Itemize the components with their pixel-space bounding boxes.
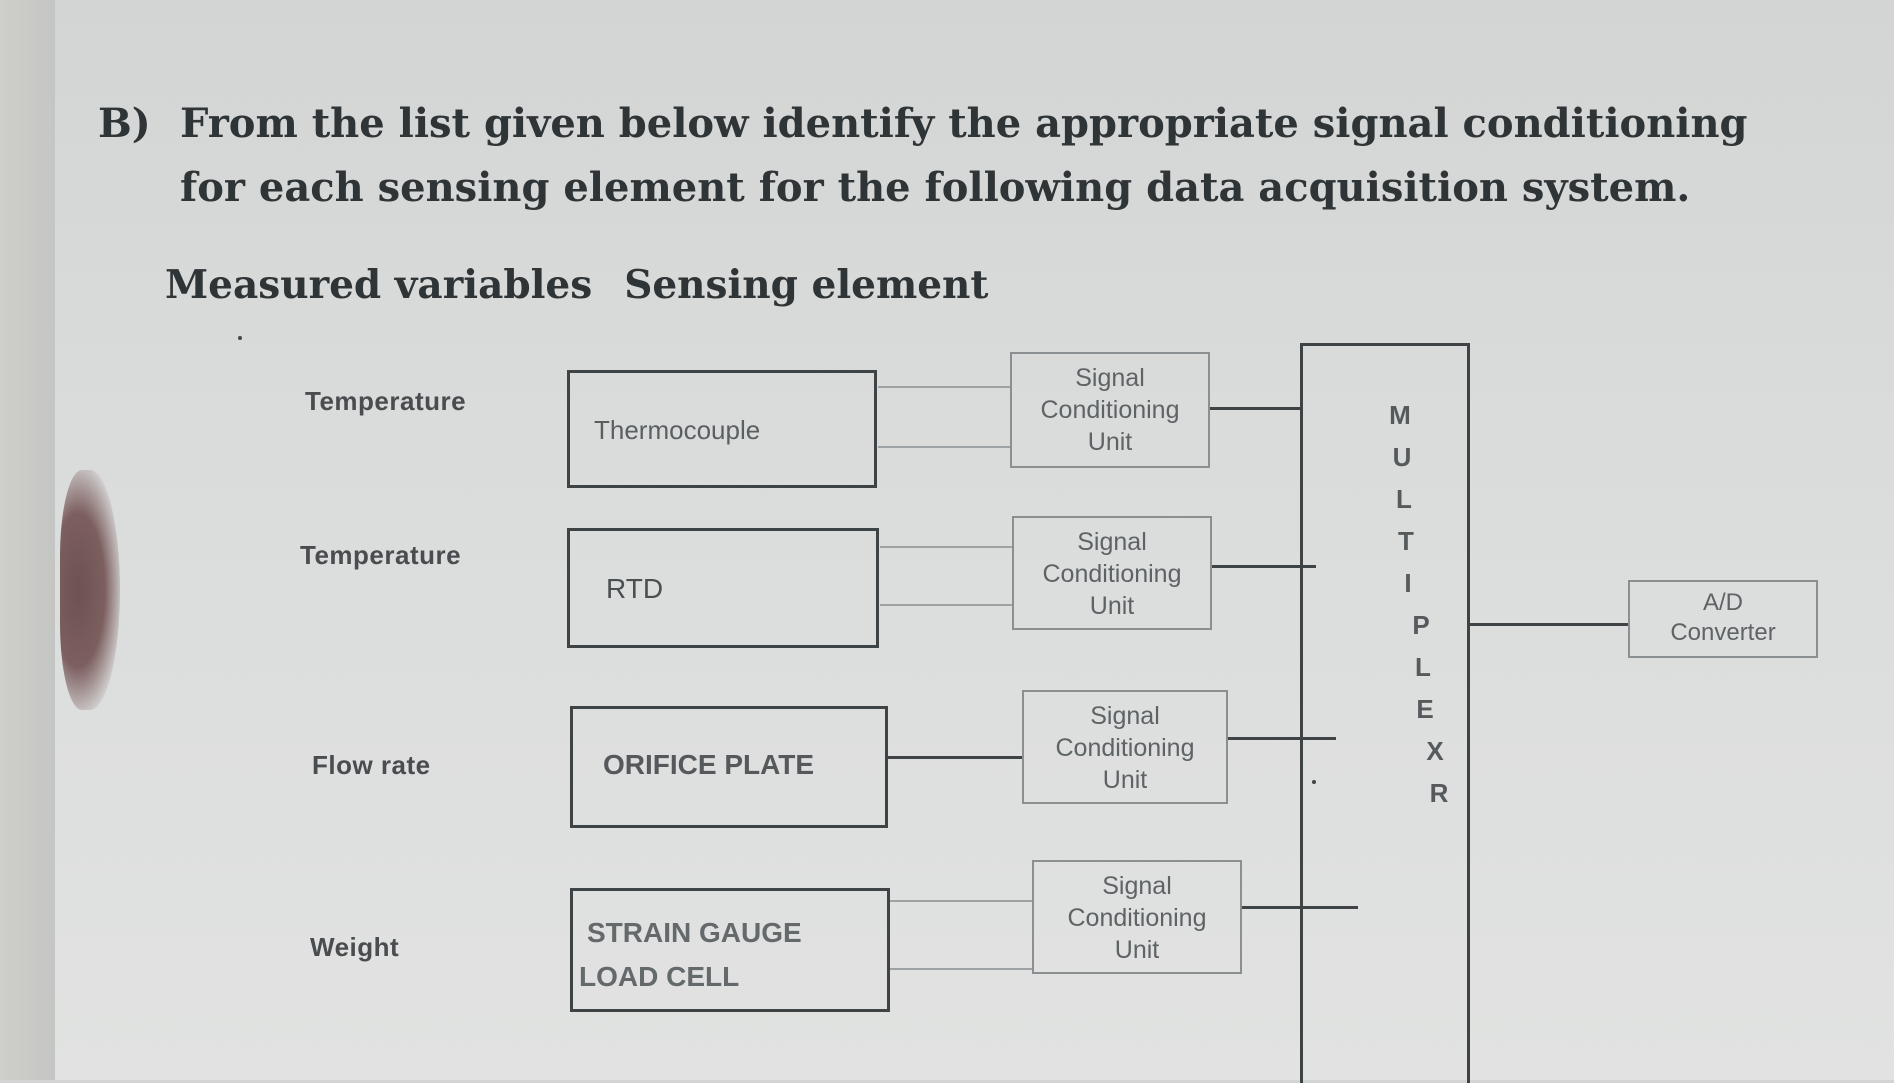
- connector-rtd-top: [880, 546, 1012, 548]
- mux-letter-6: P: [1412, 610, 1430, 640]
- sensor-load-cell-label: LOAD CELL: [579, 961, 740, 992]
- signal-conditioning-unit-1: Signal Conditioning Unit: [1010, 352, 1210, 468]
- signal-conditioning-unit-4: Signal Conditioning Unit: [1032, 860, 1242, 974]
- mux-letter-4: T: [1398, 526, 1414, 556]
- variable-weight: Weight: [310, 932, 400, 962]
- speck-mark-2: [1312, 780, 1316, 784]
- sensor-orifice-plate-label: ORIFICE PLATE: [603, 749, 815, 780]
- mux-letter-2: U: [1392, 442, 1412, 472]
- scu-3-line1: Signal: [1090, 702, 1160, 730]
- finger-shadow: [60, 470, 120, 710]
- scu-4-line1: Signal: [1102, 872, 1172, 900]
- sensor-strain-gauge-label: STRAIN GAUGE: [587, 917, 802, 948]
- mux-letter-10: R: [1429, 778, 1449, 808]
- mux-letter-5: I: [1404, 568, 1412, 598]
- scu-4-line2: Conditioning: [1067, 904, 1207, 932]
- scu-2-line2: Conditioning: [1042, 560, 1182, 588]
- mux-letter-7: L: [1415, 652, 1431, 682]
- sensor-box-rtd: RTD: [567, 528, 879, 648]
- multiplexer-box: [1300, 343, 1470, 1083]
- ad-converter-line2: Converter: [1670, 619, 1776, 646]
- sensor-rtd-label: RTD: [606, 573, 664, 604]
- mux-letter-1: M: [1389, 400, 1411, 430]
- question: B) From the list given below identify th…: [98, 92, 1818, 220]
- signal-conditioning-unit-3: Signal Conditioning Unit: [1022, 690, 1228, 804]
- question-label: B): [98, 100, 151, 147]
- sensor-box-thermocouple: Thermocouple: [567, 370, 877, 488]
- scu-2-line1: Signal: [1077, 528, 1147, 556]
- sensor-box-strain-gauge: STRAIN GAUGE LOAD CELL: [570, 888, 890, 1012]
- signal-conditioning-unit-2: Signal Conditioning Unit: [1012, 516, 1212, 630]
- table-header: Measured variables Sensing element: [165, 262, 988, 308]
- connector-scu3-mux: [1228, 737, 1336, 740]
- mux-letter-8: E: [1416, 694, 1434, 724]
- connector-orifice-plate: [888, 756, 1022, 759]
- ad-converter-line1: A/D: [1702, 589, 1743, 616]
- scu-3-line3: Unit: [1102, 766, 1148, 794]
- speck-mark: [238, 336, 242, 340]
- connector-strain-gauge-top: [890, 900, 1032, 902]
- variable-temperature-1: Temperature: [305, 386, 467, 416]
- scu-1-line2: Conditioning: [1040, 396, 1180, 424]
- header-measured-variables: Measured variables: [165, 262, 593, 308]
- connector-scu1-mux: [1210, 407, 1303, 410]
- scu-3-line2: Conditioning: [1055, 734, 1195, 762]
- connector-scu2-mux: [1212, 565, 1316, 568]
- connector-mux-ad: [1470, 623, 1628, 626]
- question-text: From the list given below identify the a…: [180, 100, 1748, 211]
- variable-flow-rate: Flow rate: [312, 750, 431, 780]
- connector-thermocouple-top: [878, 386, 1010, 388]
- page-left-margin: [0, 0, 55, 1080]
- mux-letter-3: L: [1396, 484, 1412, 514]
- scu-1-line3: Unit: [1087, 428, 1133, 456]
- connector-rtd-bottom: [880, 604, 1012, 606]
- header-sensing-element: Sensing element: [624, 262, 989, 308]
- scu-2-line3: Unit: [1089, 592, 1135, 620]
- ad-converter-box: A/D Converter: [1628, 580, 1818, 658]
- variable-temperature-2: Temperature: [300, 540, 462, 570]
- mux-letter-9: X: [1426, 736, 1444, 766]
- connector-strain-gauge-bottom: [890, 968, 1032, 970]
- scu-1-line1: Signal: [1075, 364, 1145, 392]
- sensor-box-orifice-plate: ORIFICE PLATE: [570, 706, 888, 828]
- connector-thermocouple-bottom: [878, 446, 1010, 448]
- scu-4-line3: Unit: [1114, 936, 1160, 964]
- sensor-thermocouple-label: Thermocouple: [594, 415, 761, 445]
